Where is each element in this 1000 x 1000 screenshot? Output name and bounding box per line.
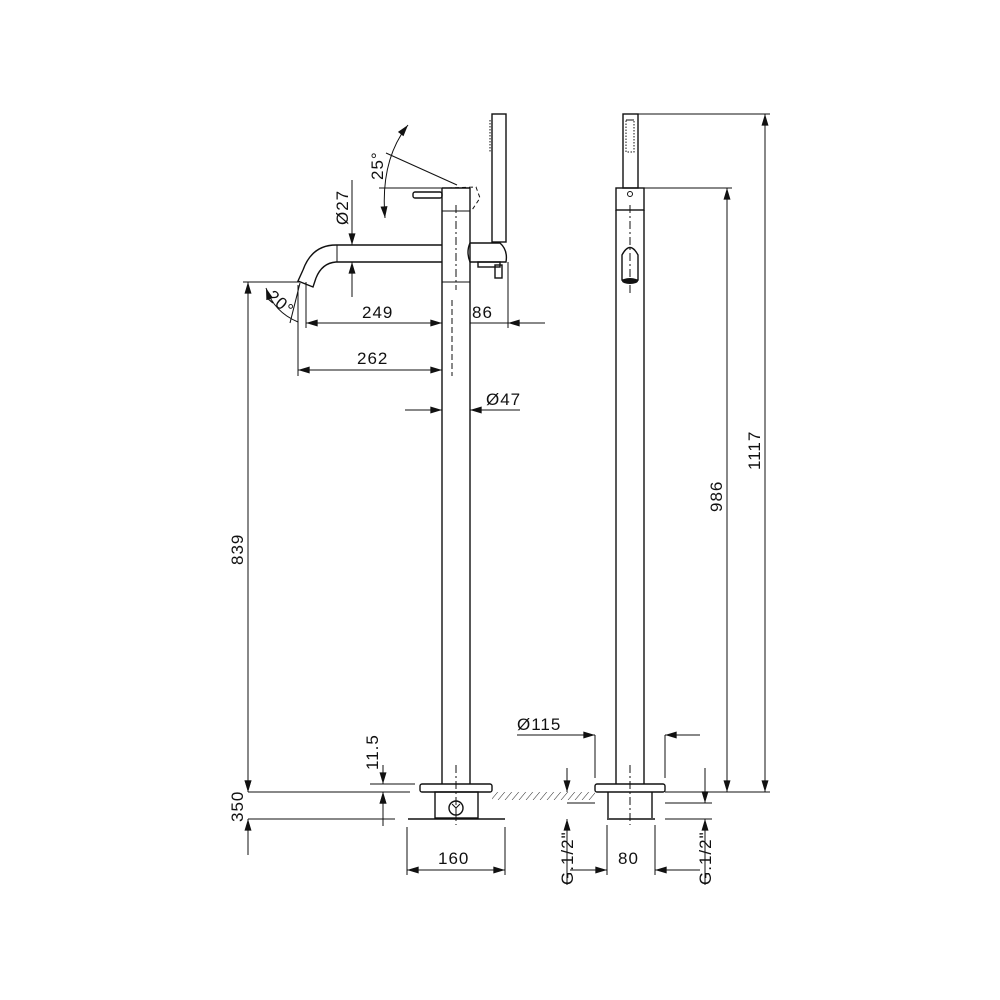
front-base [594, 783, 666, 820]
spout [297, 244, 442, 288]
dim-base-thickness: 11.5 [363, 734, 382, 770]
base-plate [408, 783, 505, 820]
dim-plate-diameter: Ø115 [517, 715, 561, 734]
dim-spout-diameter: Ø27 [333, 190, 352, 225]
dim-shower-offset: 86 [472, 303, 493, 322]
side-view: 25° Ø27 20° 249 86 262 Ø47 839 350 11.5 … [228, 113, 595, 875]
dim-total-height: 1117 [745, 431, 764, 470]
front-view: Ø115 G.1/2" G.1/2" 80 986 1117 [517, 113, 770, 885]
mixer-column [441, 187, 471, 825]
dim-spout-reach: 249 [362, 303, 393, 322]
dim-lever-angle: 25° [368, 151, 387, 180]
lever-handle [412, 186, 481, 211]
dim-spout-total: 262 [357, 349, 388, 368]
dim-body-height: 986 [707, 481, 726, 512]
dim-column-diameter: Ø47 [486, 390, 521, 409]
dim-connection-left: G.1/2" [558, 831, 577, 885]
dim-recess-depth: 350 [228, 791, 247, 822]
dim-spout-height: 839 [228, 534, 247, 565]
dim-inner-width: 80 [618, 849, 639, 868]
front-column [615, 113, 645, 825]
dim-base-width: 160 [438, 849, 469, 868]
floor-hatch [492, 792, 595, 800]
hand-shower [467, 113, 508, 279]
dim-connection-right: G.1/2" [696, 831, 715, 885]
